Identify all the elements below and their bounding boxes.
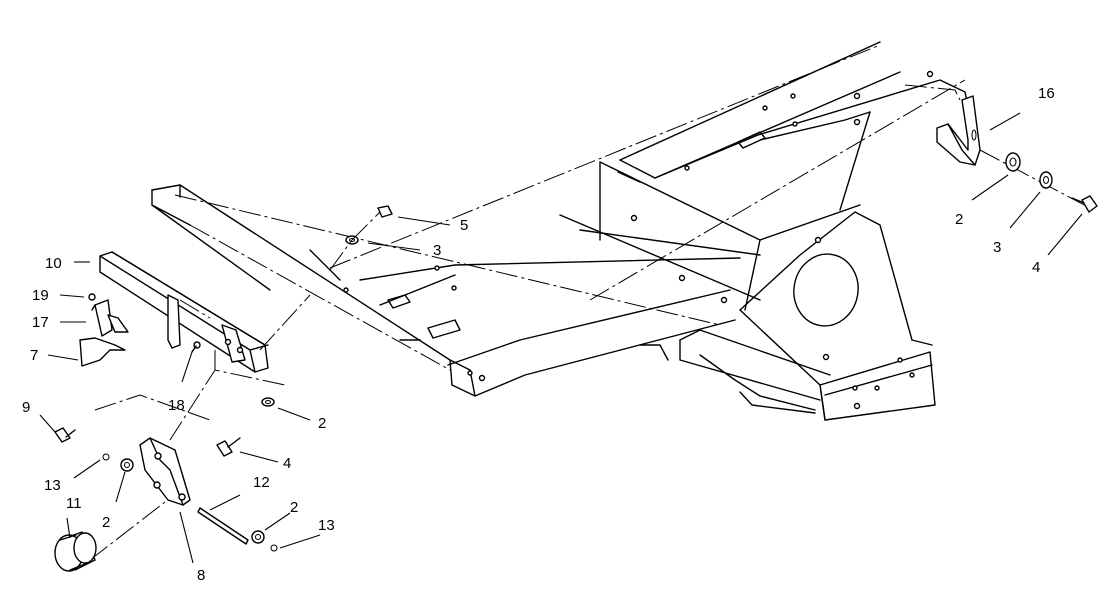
callout-11: 11 <box>66 495 82 512</box>
main-frame <box>329 41 976 421</box>
callout-12: 12 <box>253 474 270 491</box>
callout-2: 2 <box>318 415 326 432</box>
callout-2: 2 <box>290 499 298 516</box>
callout-9: 9 <box>22 399 30 416</box>
callout-18: 18 <box>168 397 185 414</box>
callout-16: 16 <box>1038 85 1055 102</box>
callout-4: 4 <box>1032 259 1040 276</box>
callout-13: 13 <box>44 477 61 494</box>
callout-3: 3 <box>993 239 1001 256</box>
callout-3: 3 <box>433 242 441 259</box>
callout-2: 2 <box>955 211 963 228</box>
callout-labels: 16 5 3 10 19 17 7 18 2 9 4 13 12 11 2 2 … <box>22 85 1055 584</box>
front-hardware <box>54 205 393 552</box>
callout-5: 5 <box>460 217 468 234</box>
guide-plates-7-17 <box>79 293 201 367</box>
roller-11 <box>54 531 97 572</box>
bracket-16-group <box>904 84 1098 213</box>
mounting-bracket-8 <box>89 294 311 561</box>
callout-4: 4 <box>283 455 291 472</box>
callout-17: 17 <box>32 314 49 331</box>
callout-19: 19 <box>32 287 49 304</box>
callout-13: 13 <box>318 517 335 534</box>
callout-7: 7 <box>30 347 38 364</box>
callout-8: 8 <box>197 567 205 584</box>
callout-10: 10 <box>45 255 62 272</box>
front-channel-frame <box>151 184 741 397</box>
front-bracket-10 <box>99 251 269 373</box>
callout-2: 2 <box>102 514 110 531</box>
leader-lines <box>39 112 1083 564</box>
